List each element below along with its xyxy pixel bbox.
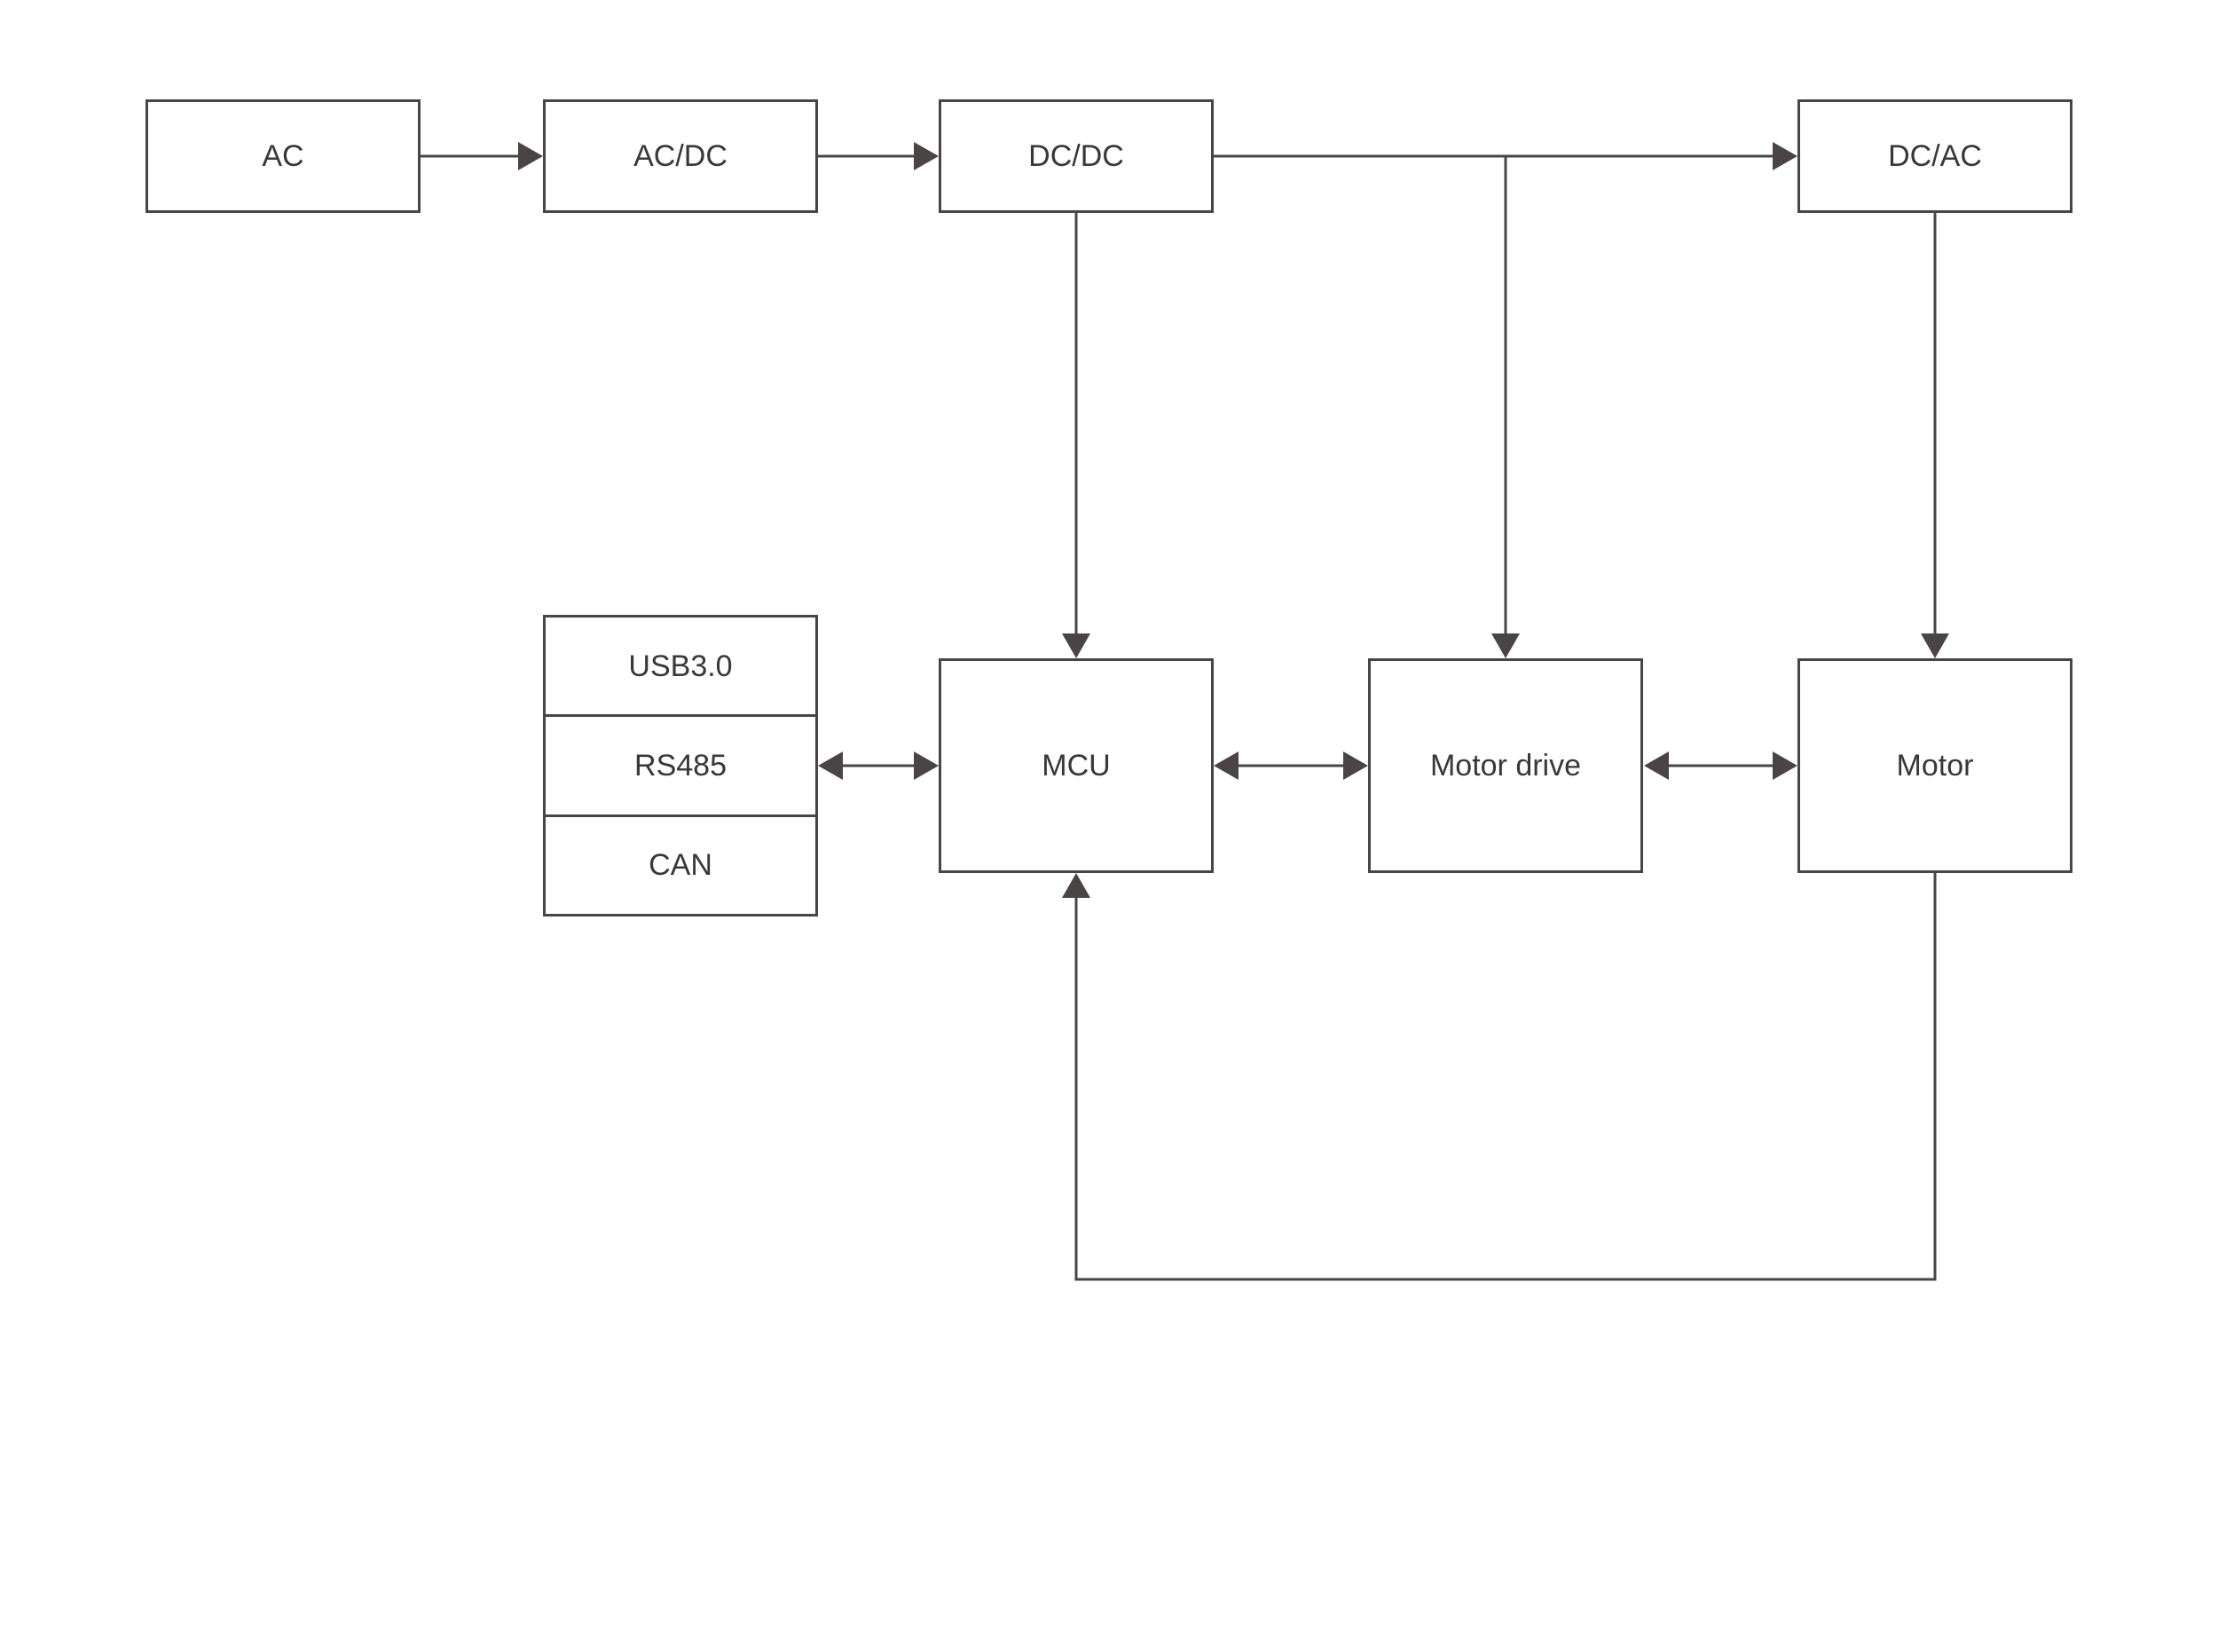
box-dc-ac: DC/AC <box>1797 99 2072 213</box>
interface-stack: USB3.0 RS485 CAN <box>543 615 818 916</box>
interface-can-label: CAN <box>649 848 712 883</box>
arrow-mcu-motor-drive-bidirectional <box>1214 751 1368 780</box>
box-dc-dc: DC/DC <box>939 99 1214 213</box>
box-motor-label: Motor <box>1896 749 1974 783</box>
arrow-motor-feedback-to-mcu <box>1062 873 1937 1281</box>
arrow-dcdc-to-mcu <box>1062 213 1090 658</box>
interface-row-usb: USB3.0 <box>546 618 815 714</box>
interface-row-rs485: RS485 <box>546 714 815 814</box>
box-motor-drive-label: Motor drive <box>1429 749 1582 783</box>
box-mcu: MCU <box>939 658 1214 873</box>
box-motor: Motor <box>1797 658 2072 873</box>
box-ac-dc: AC/DC <box>543 99 818 213</box>
arrow-acdc-to-dcdc <box>818 142 939 170</box>
box-dc-ac-label: DC/AC <box>1888 139 1982 173</box>
box-ac-dc-label: AC/DC <box>633 139 728 173</box>
arrow-motor-drive-motor-bidirectional <box>1644 751 1797 780</box>
arrow-dcdc-to-dcac <box>1214 142 1797 170</box>
arrow-dcac-to-motor <box>1921 213 1949 658</box>
box-ac: AC <box>146 99 421 213</box>
box-mcu-label: MCU <box>1042 749 1111 783</box>
interface-rs485-label: RS485 <box>634 748 727 783</box>
box-ac-label: AC <box>262 139 304 173</box>
interface-row-can: CAN <box>546 814 815 914</box>
box-dc-dc-label: DC/DC <box>1028 139 1124 173</box>
box-motor-drive: Motor drive <box>1368 658 1643 873</box>
arrow-interfaces-mcu-bidirectional <box>818 751 939 780</box>
arrow-dcdc-to-motor-drive <box>1491 156 1520 658</box>
arrow-ac-to-acdc <box>421 142 543 170</box>
interface-usb-label: USB3.0 <box>628 649 733 683</box>
